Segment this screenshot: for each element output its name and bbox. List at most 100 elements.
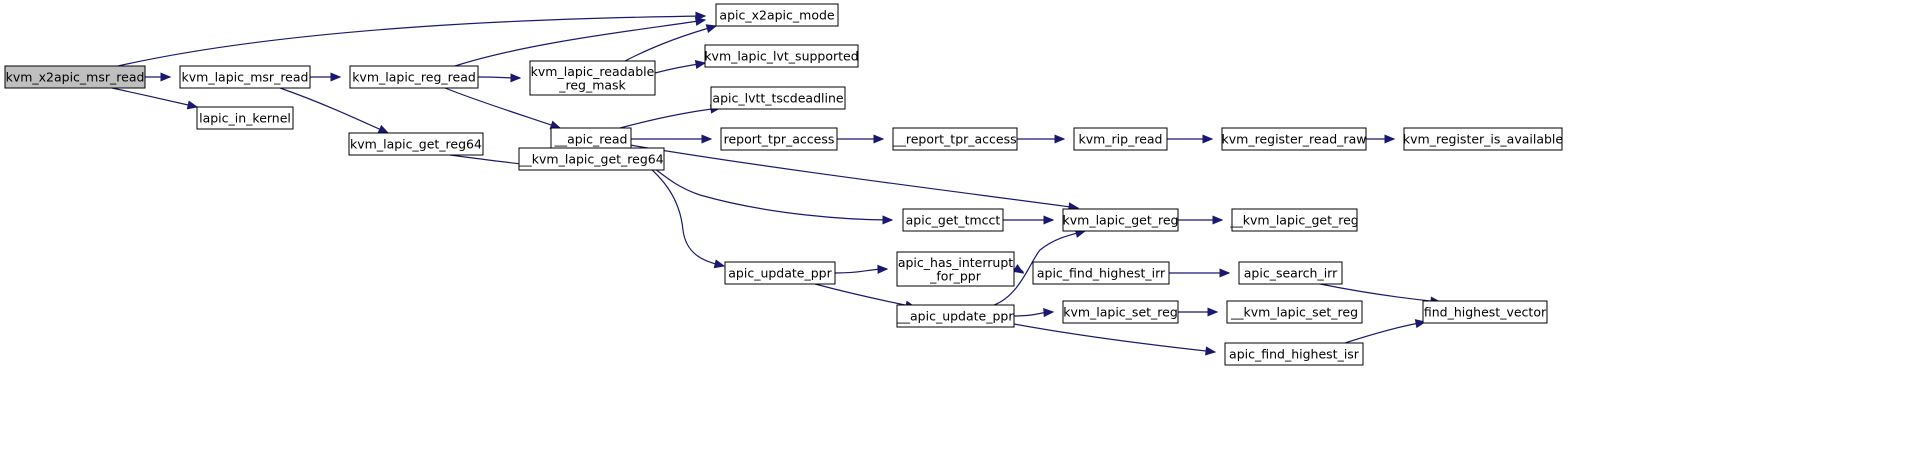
node-label: apic_find_highest_isr [1229, 347, 1360, 362]
node-kvm_lapic_reg_read[interactable]: kvm_lapic_reg_read [349, 65, 479, 89]
edge-line [629, 144, 1079, 209]
node-apic_has_interrupt_for_ppr[interactable]: apic_has_interrupt_for_ppr [896, 251, 1015, 287]
node-label: kvm_lapic_get_reg64 [350, 137, 482, 152]
node-apic_get_tmcct[interactable]: apic_get_tmcct [902, 208, 1004, 232]
edge-line [111, 87, 198, 108]
node-box [1422, 300, 1548, 324]
node-kvm_lapic_readable_reg_mask[interactable]: kvm_lapic_readable_reg_mask [529, 60, 656, 96]
edge-arrowhead [694, 59, 707, 69]
edge-apic_update_ppr_raw-to-apic_find_highest_isr [1013, 323, 1217, 356]
node-label: apic_find_highest_irr [1037, 266, 1166, 281]
edge-line [1319, 283, 1441, 303]
call-graph-nodes: kvm_x2apic_msr_read apic_x2apic_mode kvm_l… [4, 3, 1563, 366]
edge-arrowhead [882, 215, 894, 225]
node-kvm_register_is_available[interactable]: kvm_register_is_available [1403, 127, 1563, 151]
node-label: kvm_lapic_reg_read [352, 70, 476, 85]
node-box [720, 127, 838, 151]
edge-arrowhead [877, 264, 889, 274]
node-apic_search_irr[interactable]: apic_search_irr [1238, 261, 1343, 285]
node-apic_lvtt_tscdeadline[interactable]: apic_lvtt_tscdeadline [710, 86, 846, 110]
node-box [896, 251, 1015, 287]
node-kvm_lapic_set_reg_raw[interactable]: __kvm_lapic_set_reg [1226, 300, 1363, 324]
edge-apic_read-to-kvm_lapic_get_reg [629, 144, 1080, 212]
edge-arrowhead [694, 16, 707, 26]
node-kvm_lapic_get_reg64_raw[interactable]: __kvm_lapic_get_reg64 [518, 147, 665, 171]
edge-arrowhead [377, 124, 390, 134]
node-box [1073, 127, 1168, 151]
edge-kvm_lapic_set_reg-to-kvm_lapic_set_reg_raw [1177, 307, 1219, 317]
node-label: lapic_in_kernel [199, 111, 291, 126]
edge-arrowhead [873, 134, 885, 144]
node-report_tpr_access[interactable]: report_tpr_access [720, 127, 838, 151]
edge-kvm_x2apic_msr_read-to-kvm_lapic_msr_read [144, 72, 172, 82]
node-label: kvm_register_read_raw [1222, 132, 1367, 147]
node-kvm_lapic_set_reg[interactable]: kvm_lapic_set_reg [1062, 300, 1179, 324]
node-kvm_x2apic_msr_read[interactable]: kvm_x2apic_msr_read [4, 65, 146, 89]
edge-line [627, 149, 893, 221]
edge-kvm_lapic_readable_reg_mask-to-apic_x2apic_mode [624, 24, 718, 62]
node-box [348, 132, 484, 156]
edge-line [619, 107, 721, 129]
edge-apic_read-to-report_tpr_access [631, 134, 713, 144]
node-box [724, 261, 836, 285]
node-kvm_lapic_msr_read[interactable]: kvm_lapic_msr_read [179, 65, 311, 89]
edge-line [454, 19, 706, 67]
node-label: __apic_update_ppr [897, 309, 1015, 324]
node-apic_find_highest_irr[interactable]: apic_find_highest_irr [1032, 261, 1170, 285]
node-label: kvm_lapic_set_reg [1063, 305, 1178, 320]
node-apic_read[interactable]: __apic_read [550, 127, 632, 151]
node-label: apic_search_irr [1244, 266, 1338, 281]
node-report_tpr_access_raw[interactable]: __report_tpr_access [892, 127, 1018, 151]
node-find_highest_vector[interactable]: find_highest_vector [1422, 300, 1548, 324]
node-label: __kvm_lapic_get_reg64 [518, 152, 663, 167]
node-box [4, 65, 146, 89]
node-box [529, 60, 656, 96]
edge-arrowhead [701, 134, 713, 144]
node-label: kvm_lapic_get_reg [1063, 213, 1179, 228]
edge-report_tpr_access-to-report_tpr_access_raw [837, 134, 885, 144]
edge-arrowhead [1043, 215, 1055, 225]
node-label: __report_tpr_access [892, 132, 1016, 147]
node-box [1231, 208, 1358, 232]
edge-arrowhead [1202, 134, 1214, 144]
node-label: apic_has_interrupt [898, 255, 1013, 270]
edge-arrowhead [1012, 264, 1025, 274]
edge-kvm_lapic_readable_reg_mask-to-kvm_lapic_lvt_supported [654, 59, 707, 74]
node-box [1062, 300, 1179, 324]
node-box [1238, 261, 1343, 285]
node-box [349, 65, 479, 89]
node-box [518, 147, 665, 171]
edge-kvm_lapic_reg_read-to-kvm_lapic_readable_reg_mask [477, 73, 522, 83]
edge-apic_read-to-apic_lvtt_tscdeadline [619, 104, 722, 129]
node-kvm_lapic_lvt_supported[interactable]: kvm_lapic_lvt_supported [704, 44, 859, 68]
node-lapic_in_kernel[interactable]: lapic_in_kernel [196, 106, 294, 130]
node-box [1062, 208, 1179, 232]
node-kvm_lapic_get_reg64[interactable]: kvm_lapic_get_reg64 [348, 132, 484, 156]
node-apic_find_highest_isr[interactable]: apic_find_highest_isr [1224, 342, 1364, 366]
node-kvm_lapic_get_reg_raw[interactable]: __kvm_lapic_get_reg [1229, 208, 1359, 232]
edge-line [1013, 323, 1216, 353]
node-box [1226, 300, 1363, 324]
node-box [892, 127, 1018, 151]
node-box [196, 106, 294, 130]
node-label: __apic_read [554, 132, 628, 147]
node-label: kvm_lapic_msr_read [182, 70, 309, 85]
node-kvm_lapic_get_reg[interactable]: kvm_lapic_get_reg [1062, 208, 1179, 232]
node-kvm_register_read_raw[interactable]: kvm_register_read_raw [1221, 127, 1367, 151]
edge-line [279, 87, 389, 134]
node-apic_update_ppr[interactable]: apic_update_ppr [724, 261, 836, 285]
edge-kvm_rip_read-to-kvm_register_read_raw [1167, 134, 1214, 144]
edge-kvm_lapic_reg_read-to-apic_read [444, 87, 562, 130]
node-apic_update_ppr_raw[interactable]: __apic_update_ppr [896, 304, 1015, 328]
node-kvm_rip_read[interactable]: kvm_rip_read [1073, 127, 1168, 151]
edge-arrowhead [1043, 308, 1055, 318]
edge-report_tpr_access_raw-to-kvm_rip_read [1017, 134, 1066, 144]
node-label: kvm_register_is_available [1403, 132, 1563, 147]
node-label: apic_get_tmcct [906, 213, 1001, 228]
edge-arrowhead [160, 72, 172, 82]
edge-apic_find_highest_irr-to-apic_search_irr [1169, 268, 1231, 278]
edge-apic_update_ppr_raw-to-kvm_lapic_set_reg [1013, 308, 1055, 318]
node-apic_x2apic_mode[interactable]: apic_x2apic_mode [715, 3, 839, 27]
edge-line [1344, 321, 1426, 344]
